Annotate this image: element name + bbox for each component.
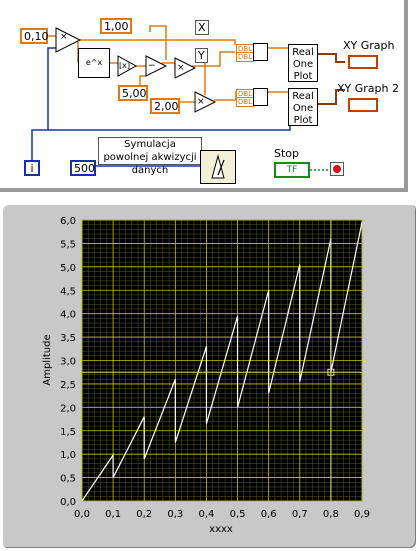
x-tick-label: 0,5	[230, 509, 246, 520]
y-tick-label: 5,5	[60, 239, 76, 250]
x-tick-label: 0,1	[105, 509, 121, 520]
y-tick-label: 3,5	[60, 333, 76, 344]
y-tick-labels: 0,0 0,5 1,0 1,5 2,0 2,5 3,0 3,5 4,0 4,5 5,0 5,5 6,0	[60, 216, 76, 508]
delay-constant[interactable]: 500	[70, 160, 96, 176]
x-tick-label: 0,6	[261, 509, 277, 520]
build-array-icon[interactable]	[253, 43, 268, 61]
x-tick-label: 0,0	[74, 509, 90, 520]
x-label: X	[195, 20, 209, 35]
delay-comment: Symulacja powolnej akwizycji danych	[98, 137, 202, 176]
y-tick-label: 1,0	[60, 450, 76, 461]
one-constant[interactable]: 1,00	[100, 18, 132, 34]
stop-label: Stop	[274, 147, 300, 160]
trace-layer	[81, 220, 363, 502]
x-tick-label: 0,2	[136, 509, 152, 520]
x-tick-label: 0,4	[198, 509, 214, 520]
y-tick-label: 1,5	[60, 427, 76, 438]
series-line-0	[81, 222, 363, 502]
stop-circle-icon	[333, 165, 341, 173]
y-label: Y	[195, 48, 208, 63]
bundle-real-one-plot-2[interactable]: Real One Plot	[288, 88, 318, 126]
xy-graph-2-label: XY Graph 2	[337, 82, 399, 95]
y-tick-label: 3,0	[60, 357, 76, 368]
xy-graph-terminal[interactable]	[348, 55, 378, 69]
cursor-marker	[327, 368, 335, 376]
exp-function-icon[interactable]: e^x	[78, 48, 110, 78]
multiply-icon-2: ×	[177, 63, 185, 73]
y-tick-label: 5,0	[60, 263, 76, 274]
y-tick-label: 0,0	[60, 497, 76, 508]
wait-timer-icon[interactable]	[200, 150, 236, 184]
stop-control-terminal[interactable]: TF	[274, 162, 310, 178]
y-tick-label: 2,5	[60, 380, 76, 391]
subtract-icon: −	[148, 61, 156, 71]
xy-graph-2-terminal[interactable]	[348, 98, 378, 112]
metronome-icon	[211, 154, 225, 179]
x-tick-label: 0,9	[354, 509, 370, 520]
x-tick-label: 0,7	[292, 509, 308, 520]
multiply-icon-3: ×	[197, 97, 205, 107]
y-tick-label: 6,0	[60, 216, 76, 227]
build-array-icon-2[interactable]	[253, 88, 268, 106]
xy-graph-label: XY Graph	[343, 39, 395, 52]
x-tick-label: 0,3	[167, 509, 183, 520]
round-icon: ⌊x⌋	[119, 61, 130, 70]
y-tick-label: 2,0	[60, 403, 76, 414]
structure-frame-bottom	[0, 188, 408, 192]
structure-frame-right	[404, 0, 408, 192]
bundle-real-one-plot[interactable]: Real One Plot	[288, 44, 318, 82]
y-tick-label: 4,0	[60, 310, 76, 321]
y-tick-label: 0,5	[60, 474, 76, 485]
ratio-constant[interactable]: 0,10	[20, 28, 49, 44]
iteration-terminal: i	[24, 160, 40, 176]
y-axis-label: Amplitude	[42, 334, 53, 385]
x-tick-label: 0,8	[323, 509, 339, 520]
loop-condition-icon[interactable]	[330, 162, 344, 176]
x-tick-labels: 0,0 0,1 0,2 0,3 0,4 0,5 0,6 0,7 0,8 0,9	[74, 509, 370, 520]
y-tick-label: 4,5	[60, 286, 76, 297]
block-diagram: 0,10 1,00 5,00 2,00 × − × × ⌊x⌋ e^x X Y …	[0, 0, 420, 200]
multiply-icon: ×	[60, 32, 68, 42]
five-constant[interactable]: 5,00	[118, 85, 148, 101]
plot-grid	[81, 219, 363, 502]
two-constant[interactable]: 2,00	[150, 98, 180, 114]
x-axis-label: xxxx	[209, 524, 233, 535]
